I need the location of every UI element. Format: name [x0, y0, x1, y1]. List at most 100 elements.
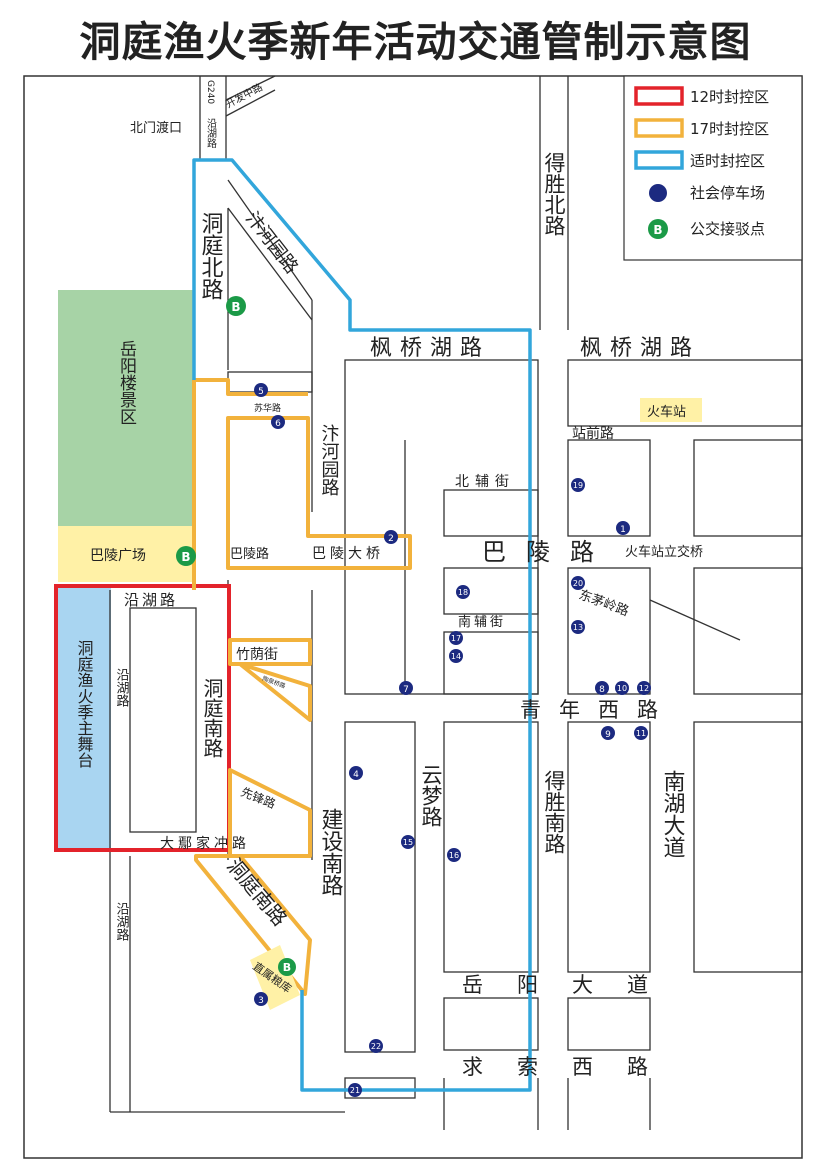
svg-text:22: 22 — [371, 1042, 381, 1051]
parking-marker-6[interactable]: 6 — [271, 415, 285, 429]
main-stage-label: 洞庭渔火季主舞台 — [75, 640, 94, 768]
parking-marker-10[interactable]: 10 — [615, 681, 629, 695]
svg-text:7: 7 — [403, 685, 409, 695]
road-label-desheng-nanlu: 得胜南路 — [542, 770, 566, 854]
svg-text:13: 13 — [573, 623, 583, 632]
road-label-dongmaoling: 东茅岭路 — [577, 587, 631, 620]
road-label-nanhu-dadao: 南湖大道 — [660, 770, 686, 858]
map-title: 洞庭渔火季新年活动交通管制示意图 — [79, 18, 752, 66]
road-label-dongting-beilu: 洞庭北路 — [198, 212, 224, 300]
parking-marker-9[interactable]: 9 — [601, 726, 615, 740]
road-label-suhua: 苏华路 — [254, 402, 281, 414]
parking-marker-22[interactable]: 22 — [369, 1039, 383, 1053]
svg-text:公交接驳点: 公交接驳点 — [690, 220, 765, 238]
road-label-fengqiao-east: 枫桥湖路 — [580, 336, 700, 361]
zone-flexible-boundary — [192, 158, 532, 1092]
yueyang-tower-label: 岳阳楼景区 — [116, 340, 137, 425]
svg-text:21: 21 — [350, 1086, 360, 1095]
railway-station-label: 火车站 — [647, 404, 686, 420]
parking-marker-12[interactable]: 12 — [637, 681, 651, 695]
legend-item-bus: B 公交接驳点 — [648, 219, 765, 239]
bus-stop-dongting-beilu[interactable]: B — [226, 296, 246, 316]
parking-marker-19[interactable]: 19 — [571, 478, 585, 492]
road-label-zhuyin: 竹荫街 — [236, 647, 278, 663]
legend-item-flexible: 适时封控区 — [634, 150, 765, 170]
parking-marker-11[interactable]: 11 — [634, 726, 648, 740]
parking-marker-13[interactable]: 13 — [571, 620, 585, 634]
road-network — [109, 75, 803, 1130]
svg-text:B: B — [283, 961, 291, 974]
main-stage-area — [58, 586, 111, 850]
baling-square-area — [58, 526, 194, 582]
parking-marker-4[interactable]: 4 — [349, 766, 363, 780]
parking-markers: 1 2 3 4 5 6 7 8 9 10 11 12 13 14 15 16 1… — [254, 383, 651, 1097]
road-label-fengqiao-west: 枫桥湖路 — [370, 336, 490, 361]
svg-text:20: 20 — [573, 579, 583, 588]
svg-text:社会停车场: 社会停车场 — [690, 184, 765, 202]
parking-marker-14[interactable]: 14 — [449, 649, 463, 663]
yueyang-tower-scenic-area — [58, 290, 194, 526]
svg-text:15: 15 — [403, 838, 413, 847]
road-label-dongting-nanlu: 洞庭南路 — [200, 678, 224, 758]
svg-text:2: 2 — [388, 534, 394, 544]
bus-stop-baling-square[interactable]: B — [176, 546, 196, 566]
road-label-desheng-beilu: 得胜北路 — [542, 152, 566, 236]
parking-marker-5[interactable]: 5 — [254, 383, 268, 397]
road-label-qiuzong-xilu: 求索西路 — [462, 1055, 682, 1079]
svg-text:12时封控区: 12时封控区 — [690, 88, 769, 106]
parking-icon — [649, 184, 667, 202]
svg-text:17: 17 — [451, 634, 461, 643]
parking-marker-3[interactable]: 3 — [254, 992, 268, 1006]
parking-marker-18[interactable]: 18 — [456, 585, 470, 599]
road-label-yanhu-bottom: 沿湖路 — [114, 902, 130, 941]
road-label-yanhu-top: 沿湖路 — [124, 591, 178, 609]
svg-text:1: 1 — [620, 525, 626, 535]
road-label-yanhu-left: 沿湖路 — [114, 668, 130, 707]
svg-text:3: 3 — [258, 996, 264, 1006]
parking-marker-1[interactable]: 1 — [616, 521, 630, 535]
parking-marker-15[interactable]: 15 — [401, 835, 415, 849]
railway-station-highlight — [640, 398, 702, 422]
svg-text:17时封控区: 17时封控区 — [690, 120, 769, 138]
road-label-bianheyuan-diag: 汴河园路 — [241, 208, 302, 278]
svg-text:5: 5 — [258, 387, 264, 397]
granary-highlight — [250, 945, 300, 1010]
svg-text:14: 14 — [451, 652, 461, 661]
legend: 12时封控区 17时封控区 适时封控区 社会停车场 B 公交接驳点 — [623, 75, 803, 261]
bus-icon — [648, 219, 668, 239]
svg-text:12: 12 — [639, 684, 649, 693]
svg-text:B: B — [653, 223, 662, 237]
road-label-baling-bridge: 巴陵大桥 — [312, 546, 384, 562]
road-label-g240: G240 — [205, 80, 215, 104]
svg-text:4: 4 — [353, 770, 359, 780]
road-label-jianshe-nanlu: 建设南路 — [318, 808, 344, 896]
svg-text:适时封控区: 适时封控区 — [690, 152, 765, 170]
parking-marker-21[interactable]: 21 — [348, 1083, 362, 1097]
baling-square-label: 巴陵广场 — [90, 548, 146, 564]
road-label-dayingjia: 大鄢家冲路 — [160, 835, 250, 852]
parking-marker-2[interactable]: 2 — [384, 530, 398, 544]
svg-text:6: 6 — [275, 419, 281, 429]
road-label-train-bridge: 火车站立交桥 — [625, 544, 703, 560]
parking-marker-20[interactable]: 20 — [571, 576, 585, 590]
parking-marker-17[interactable]: 17 — [449, 631, 463, 645]
road-label-dongting-nanlu-diag: 洞庭南路 — [222, 854, 292, 931]
road-label-bianheyuan: 汴河园路 — [319, 424, 340, 496]
legend-item-12h: 12时封控区 — [634, 86, 769, 106]
parking-marker-16[interactable]: 16 — [447, 848, 461, 862]
parking-marker-7[interactable]: 7 — [399, 681, 413, 695]
ferry-label: 北门渡口 — [130, 120, 182, 136]
road-label-qingnian-xilu: 青年西路 — [520, 698, 676, 722]
svg-text:8: 8 — [599, 685, 605, 695]
svg-text:B: B — [231, 300, 240, 314]
svg-text:11: 11 — [636, 729, 646, 738]
zone-12h-boundary — [54, 584, 231, 852]
road-label-beifu: 北辅街 — [455, 474, 515, 490]
road-label-baling-small: 巴陵路 — [230, 546, 269, 562]
road-label-yunmeng: 云梦路 — [419, 764, 443, 827]
svg-text:18: 18 — [458, 588, 468, 597]
parking-marker-8[interactable]: 8 — [595, 681, 609, 695]
svg-text:9: 9 — [605, 730, 611, 740]
bus-stop-granary[interactable]: B — [278, 958, 296, 976]
